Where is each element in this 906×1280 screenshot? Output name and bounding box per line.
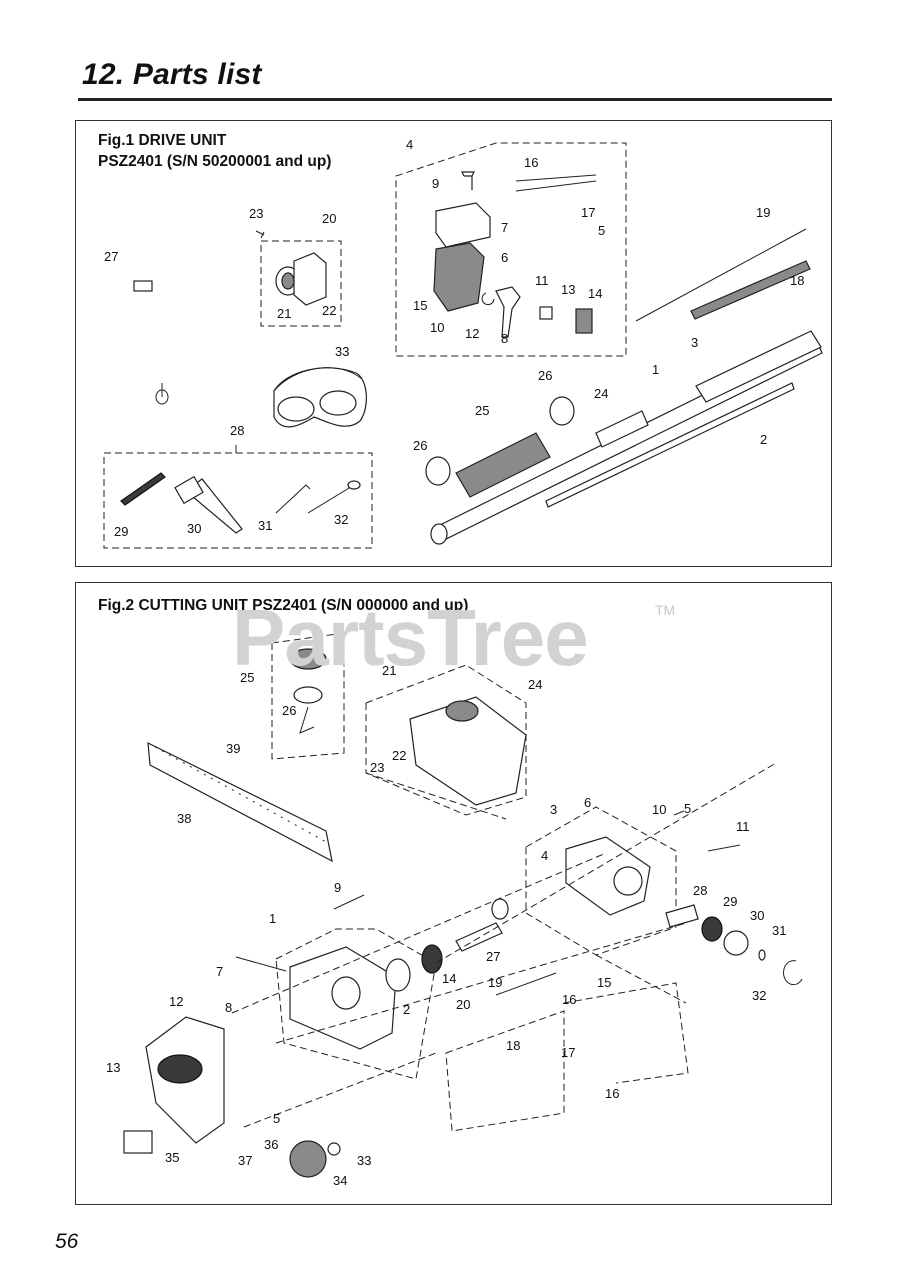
callout-15: 15	[413, 298, 427, 313]
callout-36: 36	[264, 1137, 278, 1152]
callout-19: 19	[488, 975, 502, 990]
callout-4: 4	[541, 848, 548, 863]
callout-10: 10	[652, 802, 666, 817]
callout-27: 27	[104, 249, 118, 264]
callout-5: 5	[598, 223, 605, 238]
callout-20: 20	[322, 211, 336, 226]
callout-33: 33	[357, 1153, 371, 1168]
callout-14: 14	[442, 971, 456, 986]
cutting-unit-drawing	[123, 632, 803, 1178]
callout-9: 9	[432, 176, 439, 191]
callout-10: 10	[430, 320, 444, 335]
callout-2: 2	[403, 1002, 410, 1017]
callout-21: 21	[382, 663, 396, 678]
callout-6: 6	[501, 250, 508, 265]
bracket-assembly-drawing	[255, 230, 342, 327]
callout-18: 18	[506, 1038, 520, 1053]
callout-14: 14	[588, 286, 602, 301]
callout-28: 28	[693, 883, 707, 898]
callout-3: 3	[550, 802, 557, 817]
callout-17: 17	[581, 205, 595, 220]
callout-35: 35	[165, 1150, 179, 1165]
callout-30: 30	[187, 521, 201, 536]
callout-12: 12	[465, 326, 479, 341]
callout-1: 1	[269, 911, 276, 926]
callout-12: 12	[169, 994, 183, 1009]
callout-25: 25	[475, 403, 489, 418]
callout-16: 16	[524, 155, 538, 170]
callout-11: 11	[535, 273, 549, 288]
callout-29: 29	[114, 524, 128, 539]
callout-7: 7	[216, 964, 223, 979]
callout-5: 5	[273, 1111, 280, 1126]
callout-20: 20	[456, 997, 470, 1012]
callout-2: 2	[760, 432, 767, 447]
page-number: 56	[55, 1230, 79, 1253]
callout-18: 18	[790, 273, 804, 288]
figure-title: Fig.1 DRIVE UNIT	[98, 132, 227, 149]
watermark-trademark: TM	[655, 602, 676, 618]
callout-13: 13	[106, 1060, 120, 1075]
callout-38: 38	[177, 811, 191, 826]
callout-24: 24	[528, 677, 542, 692]
callout-22: 22	[392, 748, 406, 763]
callout-16: 16	[605, 1086, 619, 1101]
callout-28: 28	[230, 423, 244, 438]
callout-31: 31	[258, 518, 272, 533]
shaft-assembly-drawing	[425, 228, 823, 545]
callout-8: 8	[225, 1000, 232, 1015]
callout-33: 33	[335, 344, 349, 359]
callout-37: 37	[238, 1153, 252, 1168]
callout-labels: 1 2 3 4 5 6 7 8 9 10 11 12 13 14 15 16 1…	[104, 137, 804, 539]
tool-kit-drawing	[103, 445, 373, 549]
callout-26: 26	[282, 703, 296, 718]
callout-26: 26	[538, 368, 552, 383]
callout-24: 24	[594, 386, 608, 401]
callout-31: 31	[772, 923, 786, 938]
callout-30: 30	[750, 908, 764, 923]
figure-cutting-unit: Fig.2 CUTTING UNIT PSZ2401 (S/N 000000 a…	[75, 582, 832, 1205]
callout-19: 19	[756, 205, 770, 220]
figure-title: Fig.2 CUTTING UNIT PSZ2401 (S/N 000000 a…	[98, 597, 469, 614]
harness-drawing	[126, 212, 219, 405]
figure-model: PSZ2401 (S/N 50200001 and up)	[98, 153, 332, 170]
callout-26: 26	[413, 438, 427, 453]
callout-7: 7	[501, 220, 508, 235]
callout-39: 39	[226, 741, 240, 756]
callout-1: 1	[652, 362, 659, 377]
callout-13: 13	[561, 282, 575, 297]
callout-17: 17	[561, 1045, 575, 1060]
callout-27: 27	[486, 949, 500, 964]
callout-23: 23	[370, 760, 384, 775]
callout-6: 6	[584, 795, 591, 810]
callout-29: 29	[723, 894, 737, 909]
cutting-unit-diagram: 1 2 3 4 5 5 6 7 8 9 10 11 12 13 14 15 16…	[106, 632, 803, 1188]
page-title: 12. Parts list	[82, 58, 262, 91]
figure-heading: Fig.1 DRIVE UNIT PSZ2401 (S/N 50200001 a…	[98, 130, 331, 172]
title-rule	[78, 98, 832, 101]
figure-drive-unit: Fig.1 DRIVE UNIT PSZ2401 (S/N 50200001 a…	[75, 120, 832, 567]
callout-9: 9	[334, 880, 341, 895]
callout-16: 16	[562, 992, 576, 1007]
callout-32: 32	[752, 988, 766, 1003]
callout-11: 11	[736, 819, 750, 834]
callout-3: 3	[691, 335, 698, 350]
callout-5: 5	[684, 801, 691, 816]
callout-8: 8	[501, 331, 508, 346]
callout-25: 25	[240, 670, 254, 685]
callout-21: 21	[277, 306, 291, 321]
callout-22: 22	[322, 303, 336, 318]
callout-labels: 1 2 3 4 5 5 6 7 8 9 10 11 12 13 14 15 16…	[106, 663, 786, 1188]
callout-15: 15	[597, 975, 611, 990]
callout-23: 23	[249, 206, 263, 221]
goggles-drawing	[273, 367, 367, 428]
callout-34: 34	[333, 1173, 347, 1188]
callout-32: 32	[334, 512, 348, 527]
throttle-assembly-drawing	[395, 142, 627, 357]
callout-4: 4	[406, 137, 413, 152]
drive-unit-diagram: 1 2 3 4 5 6 7 8 9 10 11 12 13 14 15 16 1…	[103, 137, 823, 549]
